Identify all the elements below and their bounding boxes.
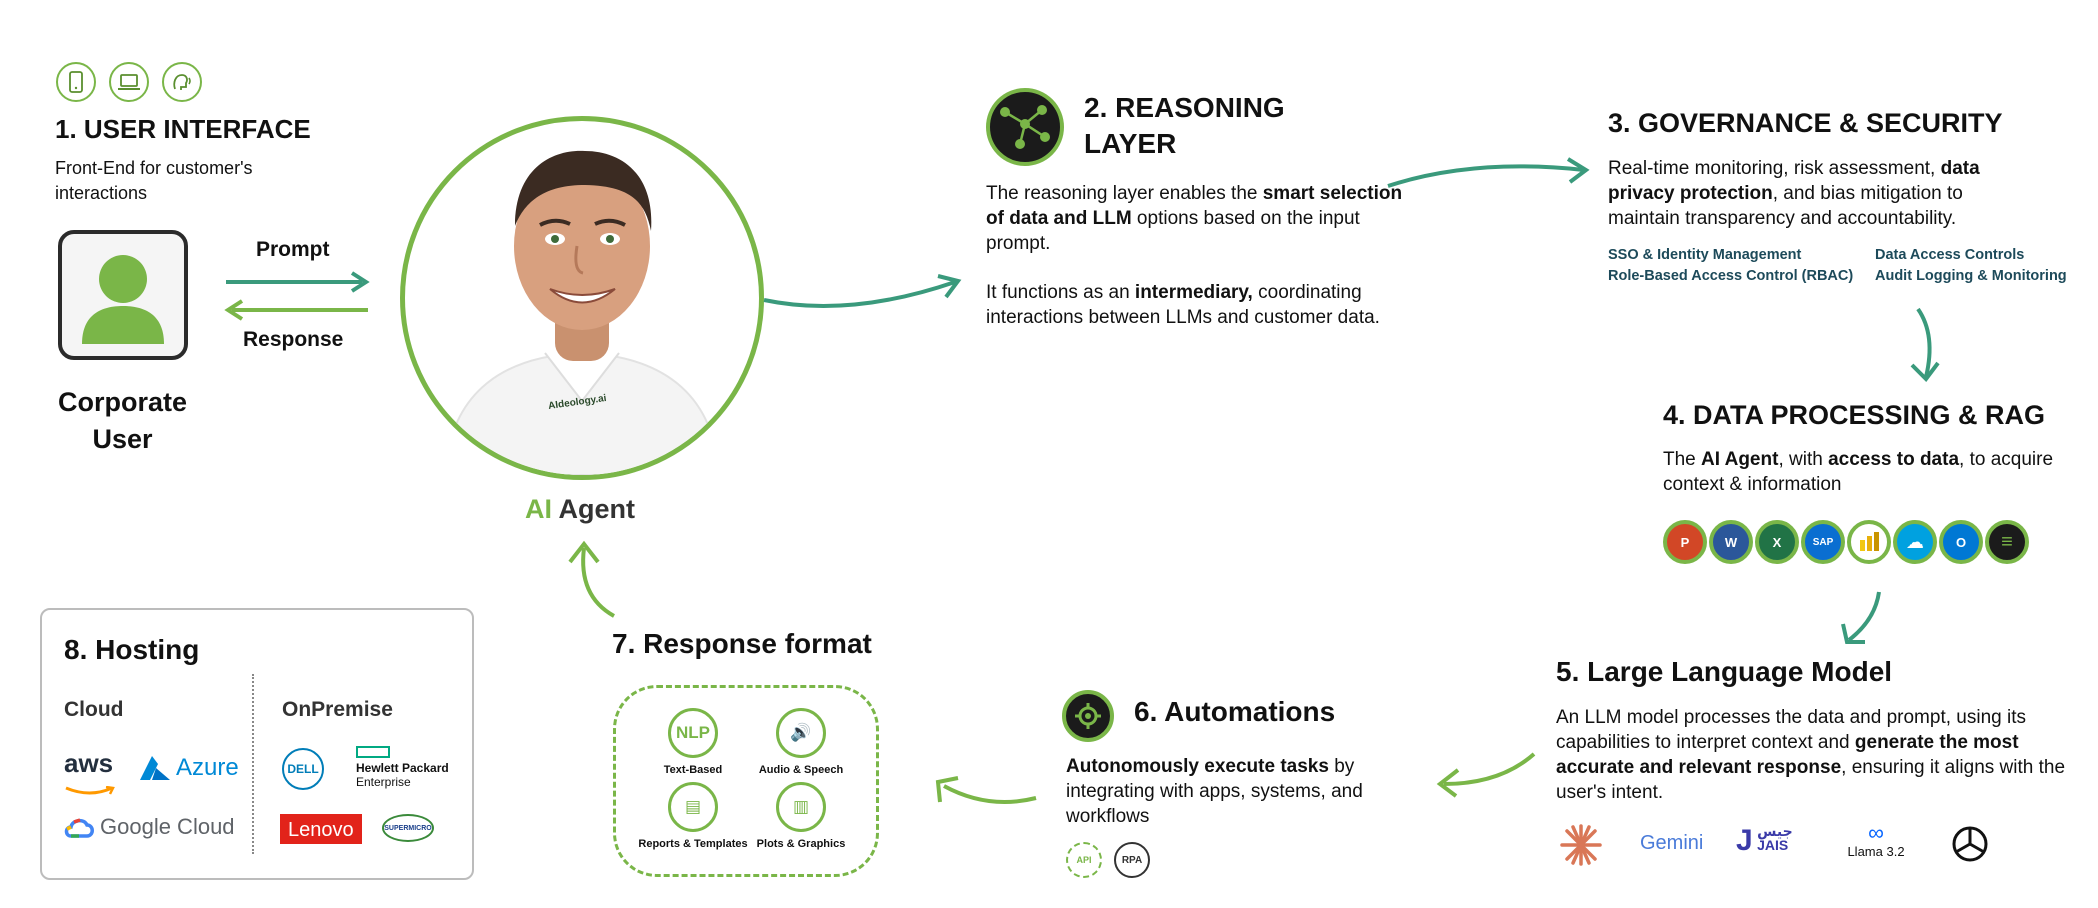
hpe-logo: Hewlett Packard Enterprise — [356, 746, 449, 789]
bar-chart-icon: ▥ — [776, 782, 826, 832]
user-interface-title: 1. USER INTERFACE — [55, 114, 311, 144]
jais-logo: J جيس JAIS — [1736, 823, 1793, 857]
llm-title: 5. Large Language Model — [1556, 656, 1893, 687]
format-reports-templates[interactable]: ▤ Reports & Templates — [638, 782, 748, 850]
format-to-agent-arrow — [568, 540, 615, 618]
nlp-icon: NLP — [668, 708, 718, 758]
format-audio-speech[interactable]: 🔊 Audio & Speech — [746, 708, 856, 776]
openai-logo-icon — [1952, 826, 1988, 862]
link-rbac[interactable]: Role-Based Access Control (RBAC) — [1608, 268, 1854, 284]
response-arrow — [224, 299, 368, 321]
rpa-icon: RPA — [1114, 842, 1150, 878]
claude-logo-icon — [1560, 824, 1602, 866]
format-text-based[interactable]: NLP Text-Based — [638, 708, 748, 776]
database-icon[interactable]: ≡ — [1985, 520, 2029, 564]
governance-title: 3. GOVERNANCE & SECURITY — [1608, 108, 2003, 138]
ai-agent-avatar[interactable] — [400, 116, 764, 480]
prompt-label: Prompt — [256, 238, 330, 261]
hpe-bar-icon — [356, 746, 390, 758]
response-format-box: NLP Text-Based 🔊 Audio & Speech ▤ Report… — [613, 685, 879, 877]
ai-agent-label: AI Agent — [525, 494, 635, 524]
data-processing-desc: The AI Agent, with access to data, to ac… — [1663, 449, 2054, 495]
sap-icon[interactable]: SAP — [1801, 520, 1845, 564]
data-processing-title: 4. DATA PROCESSING & RAG — [1663, 400, 2046, 430]
reasoning-title: 2. REASONING LAYER — [1084, 92, 1285, 159]
automations-desc: Autonomously execute tasks by integratin… — [1066, 756, 1363, 827]
data-sources-row: P W X SAP ☁ O ≡ — [1663, 520, 2029, 564]
ui-icons — [56, 62, 202, 102]
powerpoint-icon[interactable]: P — [1663, 520, 1707, 564]
llm-desc: An LLM model processes the data and prom… — [1556, 707, 2066, 803]
governance-to-data-arrow — [1910, 307, 1940, 383]
agent-to-reasoning-arrow — [763, 274, 962, 308]
lenovo-logo: Lenovo — [280, 814, 362, 844]
reasoning-to-governance-arrow — [1387, 157, 1590, 188]
automation-gear-icon — [1062, 690, 1114, 742]
automations-to-format-arrow — [935, 776, 1037, 804]
aws-logo: aws — [64, 750, 116, 802]
google-cloud-icon — [64, 818, 94, 838]
google-cloud-logo: Google Cloud — [64, 814, 235, 840]
reasoning-p2: It functions as an intermediary, coordin… — [986, 282, 1380, 328]
word-icon[interactable]: W — [1709, 520, 1753, 564]
response-label: Response — [243, 328, 344, 351]
user-avatar-icon — [82, 255, 164, 344]
corporate-user-card[interactable] — [58, 230, 188, 360]
data-to-llm-arrow — [1841, 591, 1881, 644]
format-plots-graphics[interactable]: ▥ Plots & Graphics — [746, 782, 856, 850]
outlook-icon[interactable]: O — [1939, 520, 1983, 564]
dell-logo: DELL — [282, 748, 324, 790]
laptop-icon — [109, 62, 149, 102]
governance-desc: Real-time monitoring, risk assessment, d… — [1608, 158, 1980, 229]
hosting-onprem-label: OnPremise — [282, 698, 393, 721]
link-data-access[interactable]: Data Access Controls — [1875, 247, 2025, 263]
corporate-user-label: Corporate User — [57, 387, 187, 454]
link-sso[interactable]: SSO & Identity Management — [1608, 247, 1802, 263]
agent-portrait-illustration — [443, 150, 721, 475]
response-format-title: 7. Response format — [612, 628, 872, 659]
salesforce-icon[interactable]: ☁ — [1893, 520, 1937, 564]
gemini-logo: Gemini — [1640, 832, 1704, 854]
meta-icon: ∞ — [1868, 820, 1884, 845]
user-interface-desc: Front-End for customer's interactions — [55, 158, 253, 203]
hosting-divider — [252, 674, 254, 854]
link-audit-logging[interactable]: Audit Logging & Monitoring — [1875, 268, 2067, 284]
llama-logo: ∞ Llama 3.2 — [1840, 820, 1912, 860]
api-icon: API — [1066, 842, 1102, 878]
powerbi-icon[interactable] — [1847, 520, 1891, 564]
azure-icon — [140, 756, 170, 780]
speaker-icon: 🔊 — [776, 708, 826, 758]
supermicro-logo: SUPERMICRO — [382, 814, 434, 842]
hosting-box: 8. Hosting Cloud OnPremise aws Azure Goo… — [40, 608, 474, 880]
excel-icon[interactable]: X — [1755, 520, 1799, 564]
hosting-cloud-label: Cloud — [64, 698, 124, 721]
azure-logo: Azure — [138, 754, 239, 782]
llm-to-automations-arrow — [1436, 752, 1536, 798]
voice-icon — [162, 62, 202, 102]
phone-icon — [56, 62, 96, 102]
prompt-arrow — [226, 271, 370, 293]
hosting-title: 8. Hosting — [64, 634, 200, 665]
document-icon: ▤ — [668, 782, 718, 832]
automations-title: 6. Automations — [1134, 696, 1336, 727]
reasoning-network-icon — [986, 88, 1064, 166]
reasoning-p1: The reasoning layer enables the smart se… — [986, 183, 1403, 254]
